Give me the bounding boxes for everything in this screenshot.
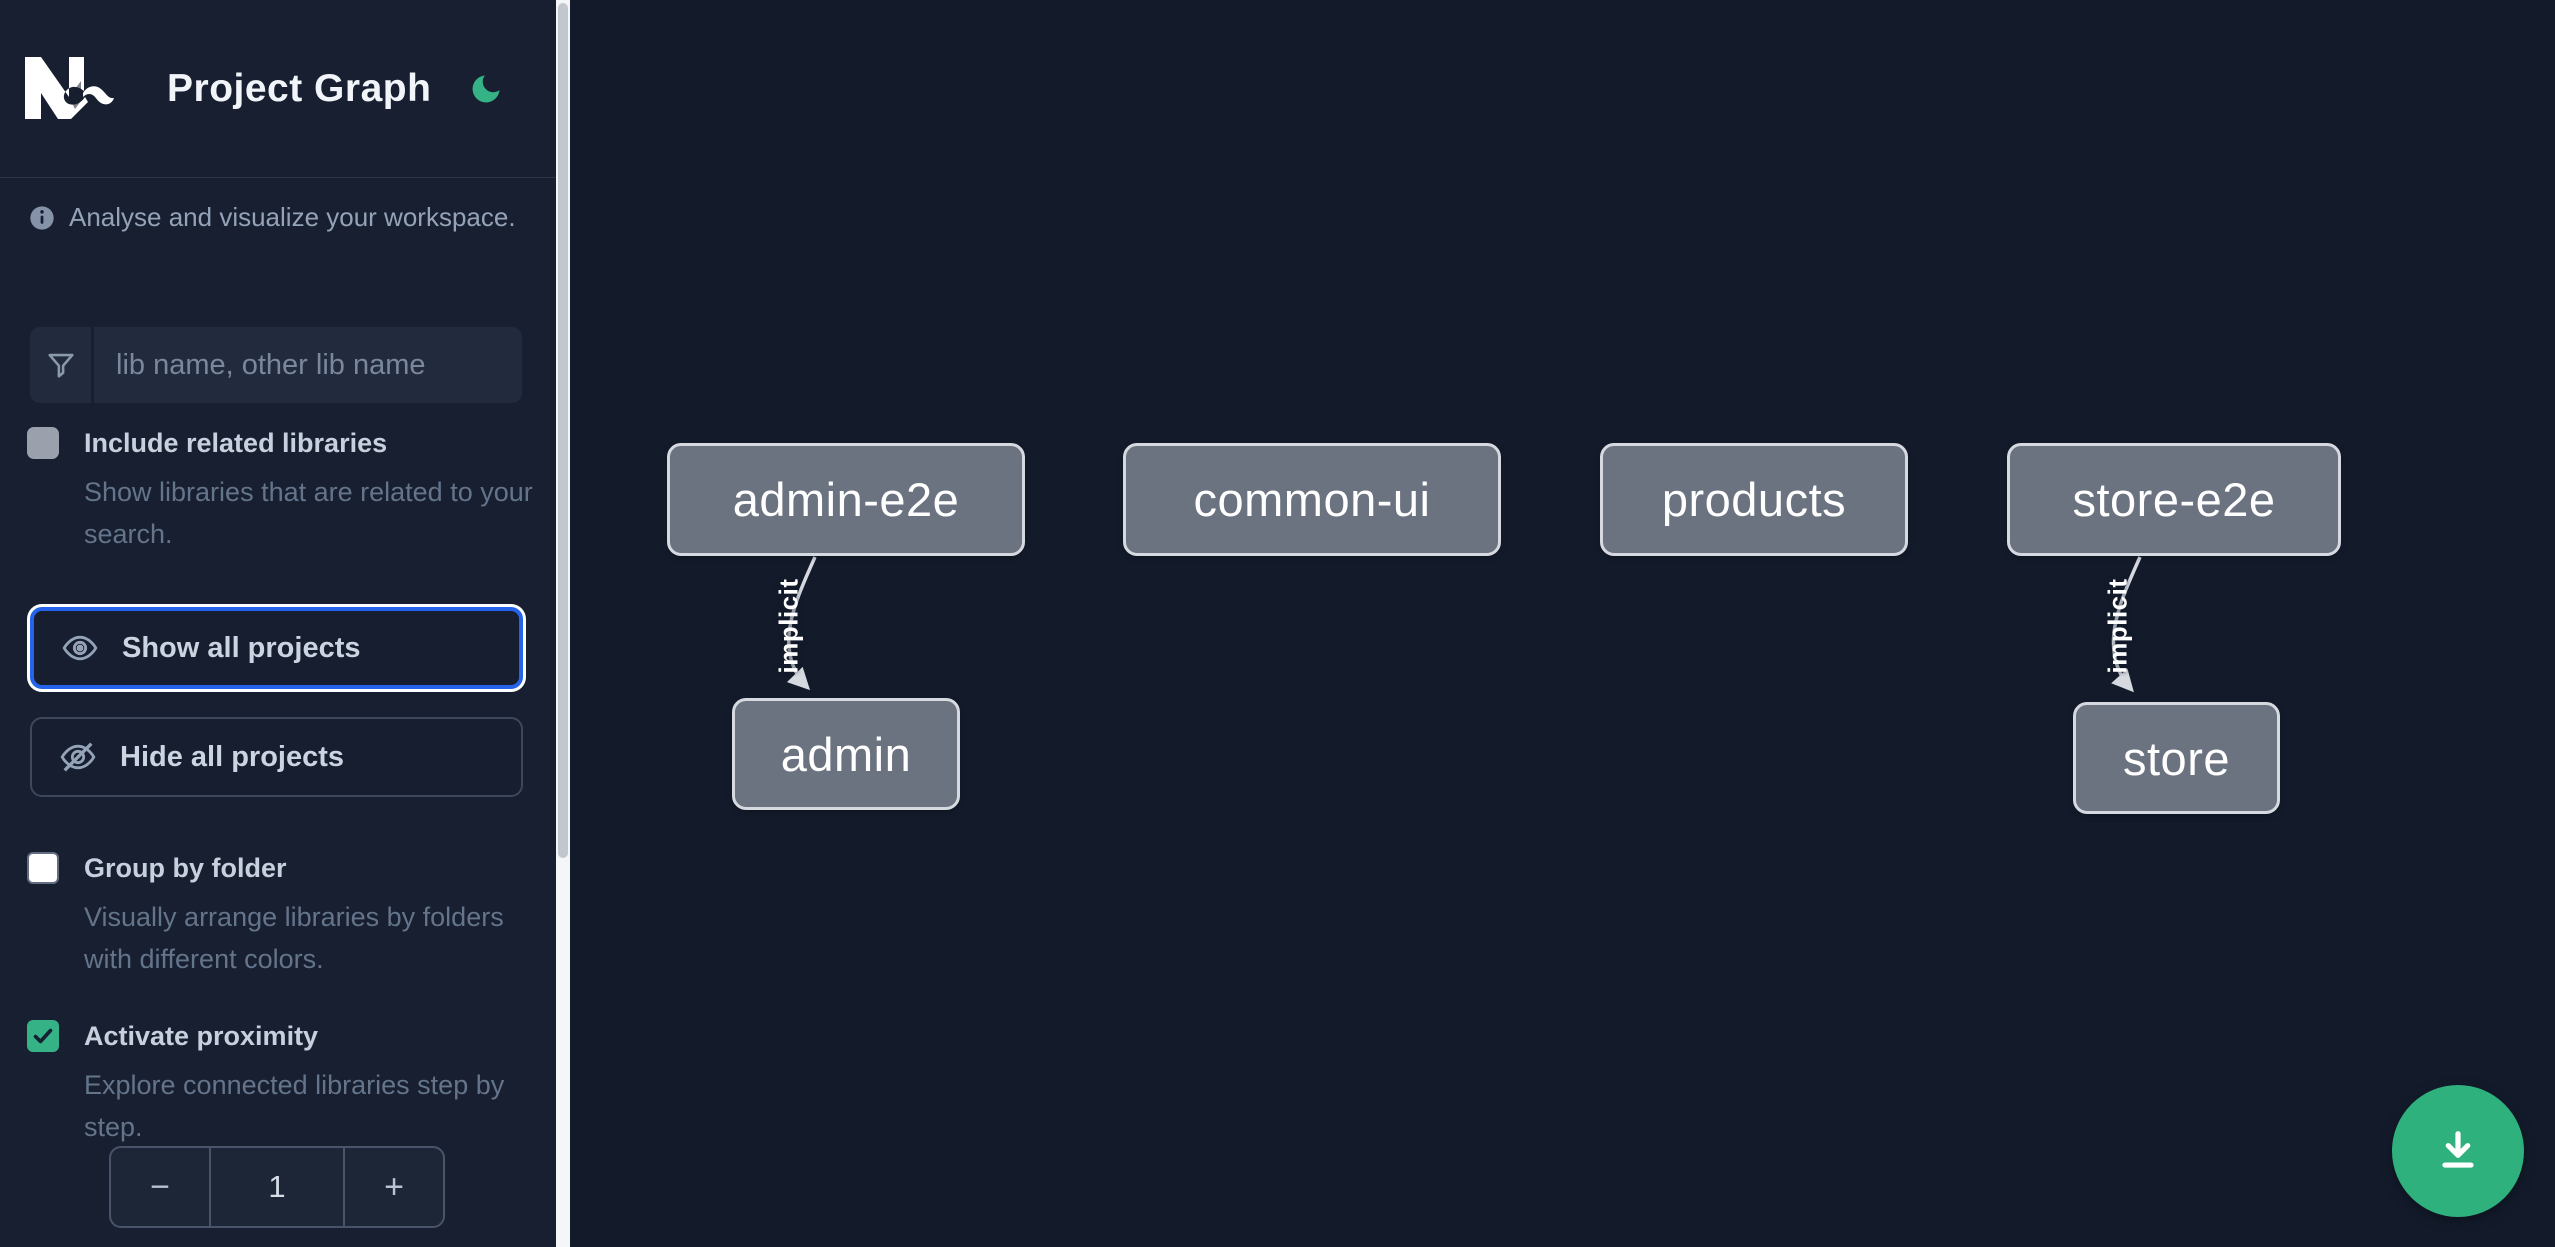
eye-icon [62, 635, 98, 661]
download-icon [2442, 1131, 2474, 1168]
theme-toggle-button[interactable] [468, 71, 504, 107]
activate-proximity-toggle: Activate proximity Explore connected lib… [27, 1020, 527, 1148]
info-text: Analyse and visualize your workspace. [69, 202, 516, 232]
include-related-description: Show libraries that are related to your … [84, 477, 533, 549]
group-by-folder-description: Visually arrange libraries by folders wi… [84, 902, 504, 974]
activate-proximity-description: Explore connected libraries step by step… [84, 1070, 505, 1142]
sidebar-header: Project Graph [0, 0, 556, 178]
group-by-folder-checkbox[interactable] [27, 852, 59, 884]
edge-label-implicit-admin: implicit [773, 578, 804, 674]
graph-edges [786, 556, 2142, 693]
nx-logo [25, 57, 114, 119]
increment-button[interactable]: + [345, 1148, 443, 1226]
sidebar-scrollbar-thumb[interactable] [558, 3, 568, 858]
stepper-value: 1 [209, 1148, 345, 1226]
node-store-e2e[interactable]: store-e2e [2007, 443, 2341, 556]
filter-input[interactable] [94, 327, 522, 403]
show-all-projects-label: Show all projects [122, 631, 361, 664]
hide-all-projects-label: Hide all projects [120, 740, 345, 773]
sidebar: Project Graph Analyse and visualize your… [0, 0, 556, 1247]
node-admin[interactable]: admin [732, 698, 960, 810]
info-icon [30, 205, 54, 230]
group-by-folder-toggle: Group by folder Visually arrange librari… [27, 852, 527, 980]
node-admin-e2e[interactable]: admin-e2e [667, 443, 1025, 556]
activate-proximity-label: Activate proximity [84, 1020, 319, 1051]
filter-box [30, 327, 522, 403]
activate-proximity-checkbox[interactable] [27, 1020, 59, 1052]
hide-all-projects-button[interactable]: Hide all projects [30, 717, 523, 797]
node-store[interactable]: store [2073, 702, 2280, 814]
eye-off-icon [60, 742, 96, 772]
node-products[interactable]: products [1600, 443, 1908, 556]
include-related-checkbox[interactable] [27, 427, 59, 459]
show-all-projects-button[interactable]: Show all projects [30, 607, 523, 689]
decrement-button[interactable]: − [111, 1148, 209, 1226]
include-related-toggle: Include related libraries Show libraries… [27, 427, 533, 555]
edge-admin-e2e-to-admin [786, 556, 817, 691]
node-common-ui[interactable]: common-ui [1123, 443, 1501, 556]
page-title: Project Graph [167, 67, 432, 110]
check-icon [33, 1028, 53, 1044]
project-graph-canvas[interactable]: admin-e2e common-ui products store-e2e a… [570, 0, 2555, 1247]
download-graph-button[interactable] [2392, 1085, 2524, 1217]
sidebar-scrollbar-track[interactable] [556, 0, 570, 1247]
edge-store-e2e-to-store [2111, 556, 2142, 693]
edge-label-implicit-store: implicit [2102, 578, 2133, 674]
funnel-icon [30, 327, 94, 403]
group-by-folder-label: Group by folder [84, 852, 287, 883]
moon-icon [472, 75, 500, 103]
proximity-depth-stepper: − 1 + [109, 1146, 445, 1228]
include-related-label: Include related libraries [84, 427, 388, 458]
workspace-info: Analyse and visualize your workspace. [28, 202, 516, 233]
